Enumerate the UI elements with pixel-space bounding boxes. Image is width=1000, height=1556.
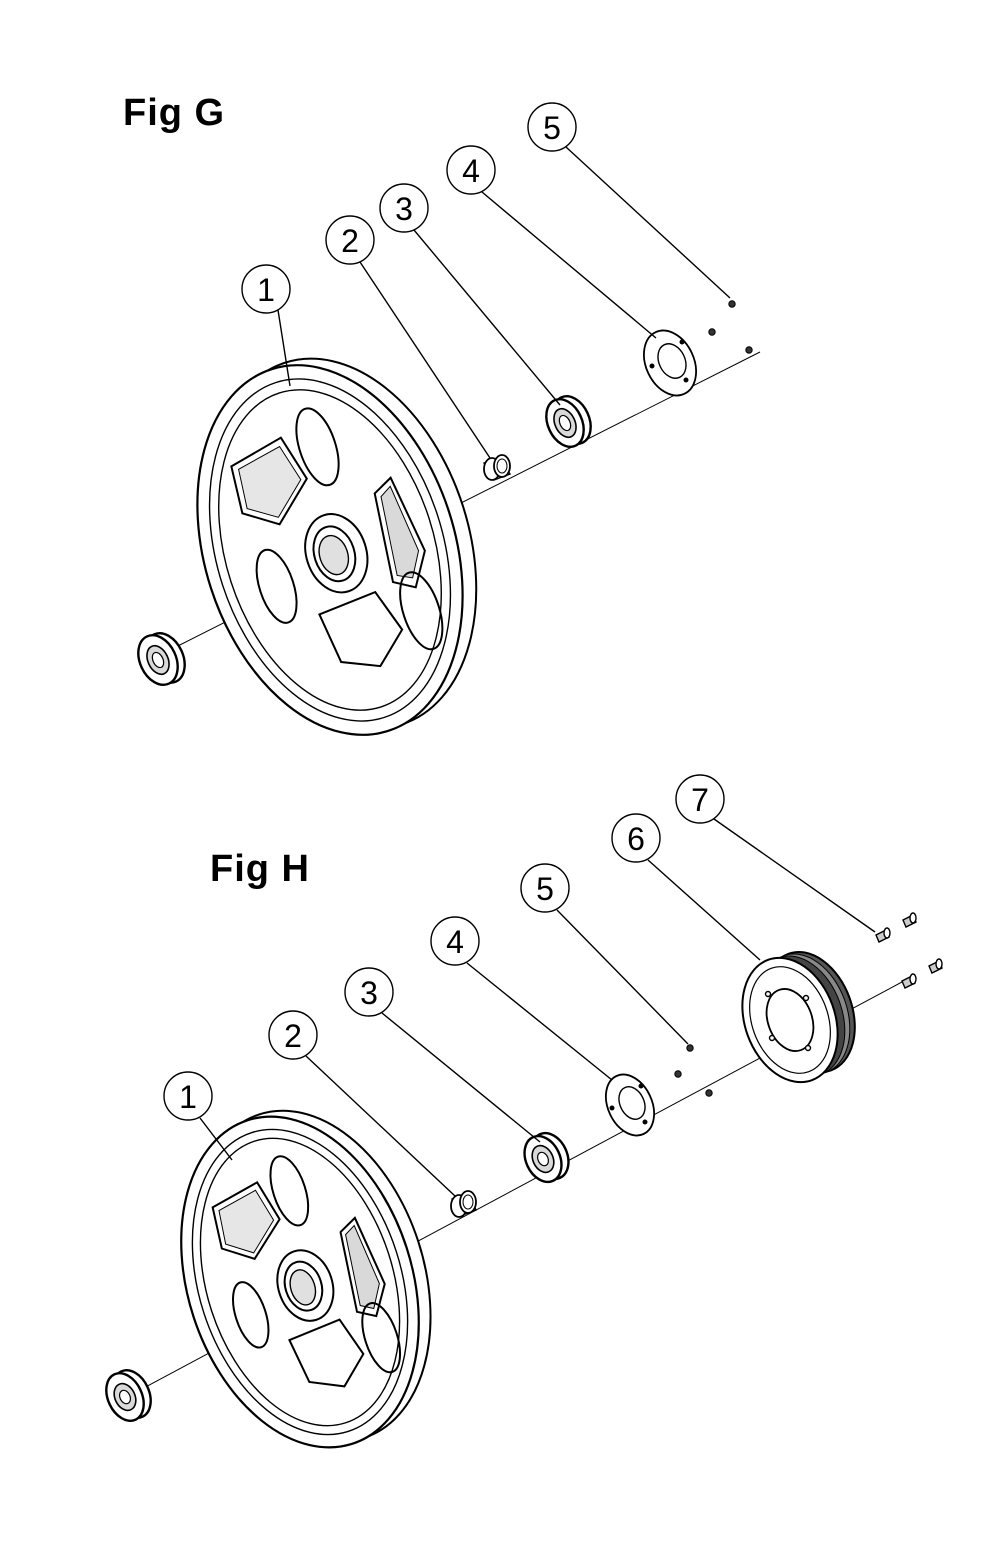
fig-h-rear-bearing [105, 1369, 152, 1422]
fig-g-spacer [482, 454, 512, 481]
fig-g-title: Fig G [123, 92, 226, 134]
fig-g-wheel [196, 357, 478, 736]
fig-g-callout-5: 5 [543, 110, 561, 146]
fig-h-callout-5: 5 [536, 871, 554, 907]
fig-h-flange-plate [605, 1073, 655, 1137]
fig-h-front-bearing [523, 1131, 570, 1184]
fig-h-pulley-screws [875, 912, 943, 989]
fig-g-rear-bearing [137, 632, 186, 686]
fig-g-callout-3: 3 [395, 191, 413, 227]
fig-g-drawing [137, 102, 761, 736]
fig-h-callout-6: 6 [627, 821, 645, 857]
fig-g-callout-4: 4 [462, 153, 480, 189]
fig-h-flange-screws [674, 1044, 713, 1097]
fig-g-callout-1: 1 [257, 272, 275, 308]
fig-h-callout-3: 3 [360, 975, 378, 1011]
fig-h-pulley [741, 950, 856, 1084]
fig-g-screws [708, 300, 753, 354]
fig-g-flange-plate [643, 329, 697, 397]
fig-g-front-bearing [545, 395, 592, 448]
fig-h-wheel [180, 1109, 432, 1449]
fig-h-title: Fig H [210, 848, 310, 890]
fig-h-callout-4: 4 [446, 924, 464, 960]
fig-h-callout-1: 1 [179, 1079, 197, 1115]
fig-h-spacer [450, 1190, 477, 1218]
fig-g-callout-2: 2 [341, 223, 359, 259]
fig-h-callout-2: 2 [284, 1018, 302, 1054]
fig-g-callouts [241, 102, 731, 459]
fig-h-callouts [163, 774, 876, 1197]
fig-h-drawing [105, 774, 943, 1449]
fig-h-callout-7: 7 [691, 782, 709, 818]
